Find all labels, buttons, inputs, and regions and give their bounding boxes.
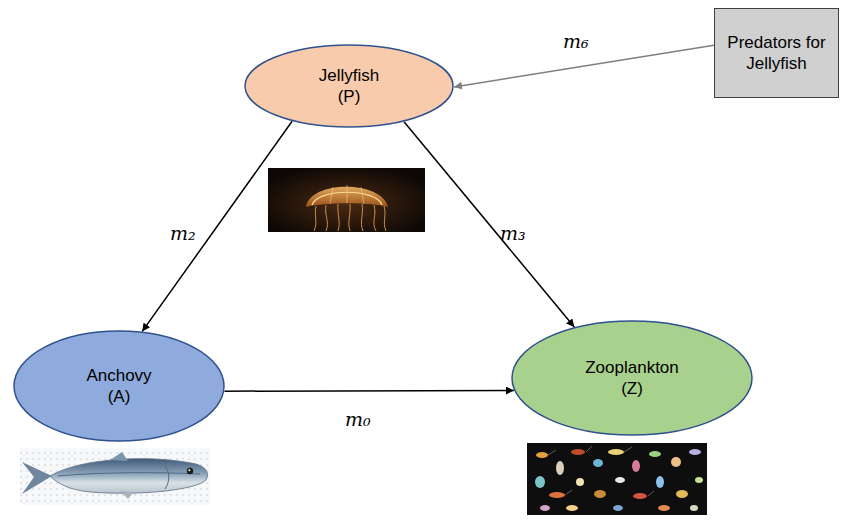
jellyfish-photo [268,168,425,232]
ellipse-outline [244,44,454,128]
node-label: Zooplankton (Z) [578,357,686,399]
flow-arrow [404,122,574,327]
anchovy-ellipse: Anchovy (A) [13,330,225,442]
predator-box: Predators for Jellyfish [714,8,839,98]
rate-label: m₃ [500,222,526,244]
rate-label: m₂ [170,222,196,244]
zooplankton-picture [527,443,707,515]
flow-arrow [142,121,292,331]
node-label: Predators for Jellyfish [727,32,827,74]
anchovy-picture [20,448,210,505]
node-label: Jellyfish (P) [309,65,389,107]
ellipse-outline [13,330,225,442]
ellipse-outline [511,320,753,436]
zooplankton-ellipse: Zooplankton (Z) [511,320,753,436]
rate-label: m₆ [563,30,589,52]
rate-label: m₀ [345,408,371,430]
flow-arrow [225,390,514,392]
jellyfish-ellipse: Jellyfish (P) [244,44,454,128]
node-label: Anchovy (A) [79,365,159,407]
